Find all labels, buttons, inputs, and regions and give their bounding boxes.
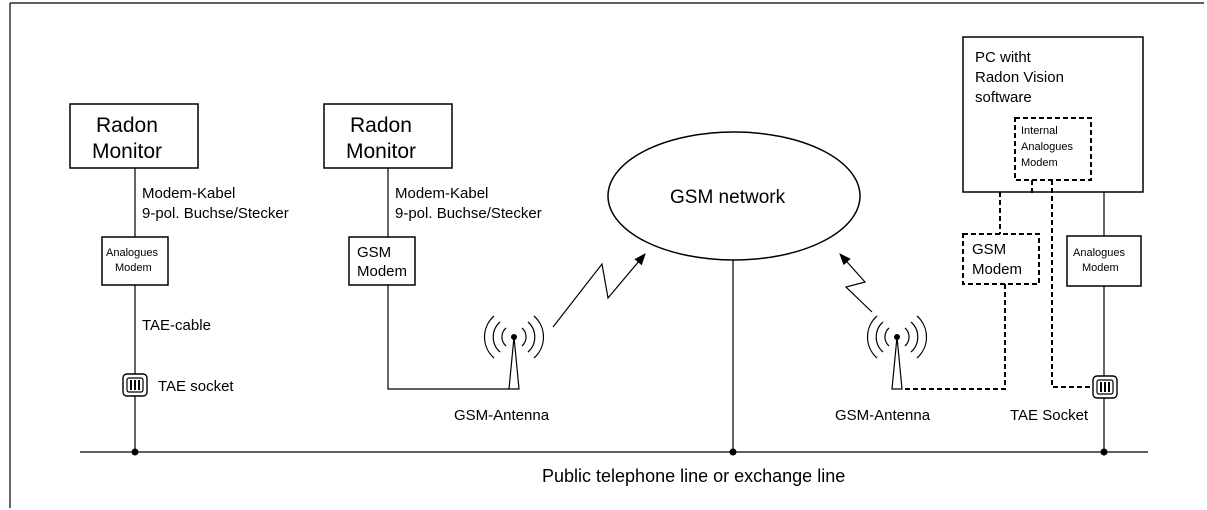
public-line-label: Public telephone line or exchange line [542,466,845,486]
tae-socket-left-icon [122,373,148,397]
tae-socket-right-label: TAE Socket [1010,407,1089,424]
pc-line1: PC witht [975,49,1032,66]
modem-gsm-right-line2: Modem [972,261,1022,278]
gsm-network-label: GSM network [670,187,786,208]
cable-left-line1: Modem-Kabel [142,185,235,202]
gsm-modem-middle: GSM Modem [348,236,416,286]
modem-analog-left-line1: Analogues [106,247,158,259]
analogue-modem-right: Analogues Modem [1066,235,1142,287]
monitor-mid-line2: Monitor [346,140,416,163]
internal-modem-line1: Internal [1021,125,1058,137]
gsm-network-cloud: GSM network [607,131,861,261]
modem-analog-right-line2: Modem [1082,262,1119,274]
gsm-modem-right: GSM Modem [962,233,1040,285]
internal-modem-line3: Modem [1021,157,1058,169]
internal-modem-line2: Analogues [1021,141,1073,153]
gsm-antenna-middle-icon [484,315,544,390]
dashed-link-internal-to-tae [1051,180,1093,388]
monitor-left-line2: Monitor [92,140,162,163]
radon-monitor-left: Radon Monitor [69,103,199,169]
dashed-link-gsm-modem-to-antenna [902,284,1006,390]
modem-gsm-mid-line2: Modem [357,263,407,280]
gsm-antenna-right-icon [867,315,927,390]
wireless-link-right-arrow [839,253,873,313]
radon-monitor-middle: Radon Monitor [323,103,453,169]
cable-mid-line1: Modem-Kabel [395,185,488,202]
monitor-mid-line1: Radon [350,114,412,137]
gsm-antenna-right-label: GSM-Antenna [835,407,931,424]
pc-line3: software [975,89,1032,106]
analogue-modem-left: Analogues Modem [101,236,169,286]
tae-socket-left-label: TAE socket [158,378,234,395]
frame-border [9,2,1204,508]
wireless-link-middle-arrow [552,253,646,328]
modem-gsm-mid-line1: GSM [357,244,391,261]
modem-gsm-right-line1: GSM [972,241,1006,258]
cable-mid-line2: 9-pol. Buchse/Stecker [395,205,542,222]
tae-socket-right-icon [1092,375,1118,399]
tae-cable-label: TAE-cable [142,317,211,334]
modem-analog-right-line1: Analogues [1073,247,1125,259]
modem-analog-left-line2: Modem [115,262,152,274]
cable-left-line2: 9-pol. Buchse/Stecker [142,205,289,222]
monitor-left-line1: Radon [96,114,158,137]
gsm-antenna-middle-label: GSM-Antenna [454,407,550,424]
internal-analogue-modem: Internal Analogues Modem [1014,117,1092,181]
pc-line2: Radon Vision [975,69,1064,86]
